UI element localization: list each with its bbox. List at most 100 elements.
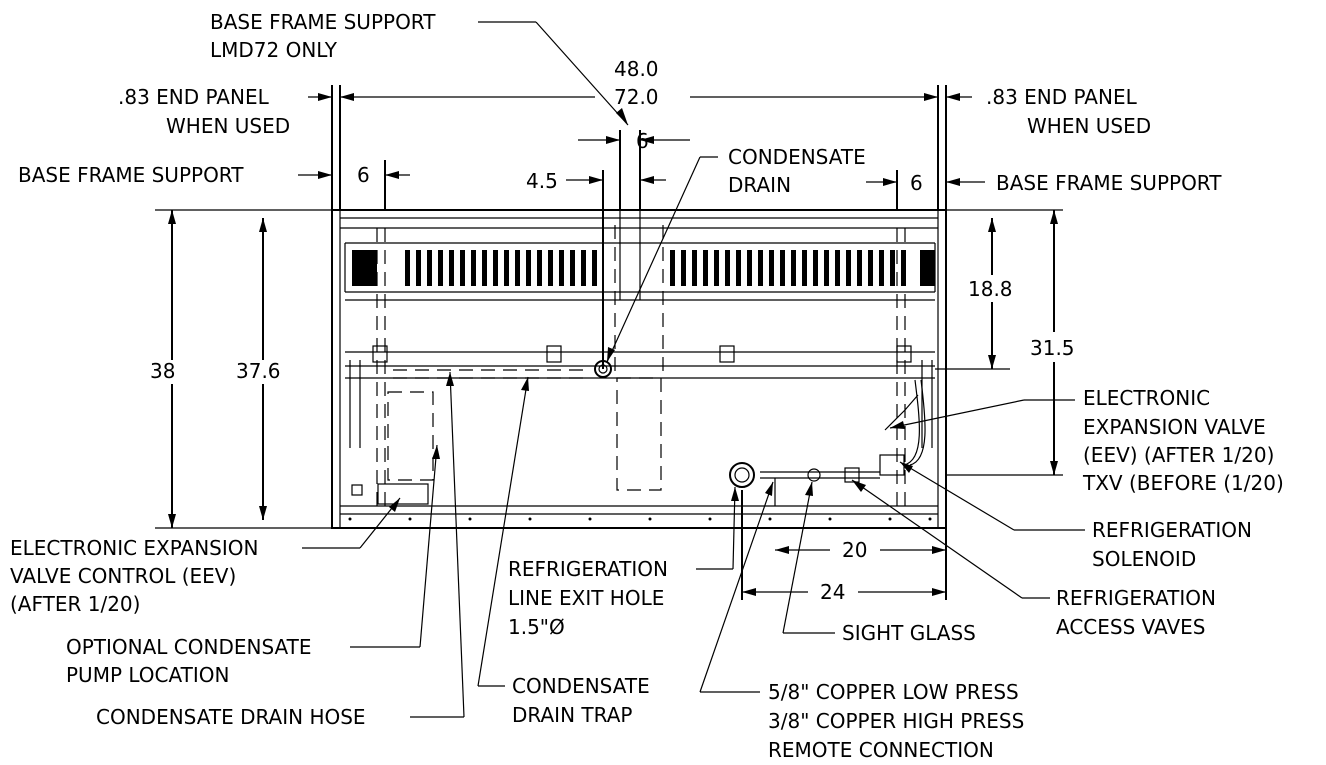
coil-fin (405, 250, 410, 286)
dim-37-6: 37.6 (236, 359, 281, 383)
coil-fin (482, 250, 487, 286)
label-copper-3: REMOTE CONNECTION (768, 738, 994, 762)
label-pump-2: PUMP LOCATION (66, 663, 229, 687)
coil-fin (813, 250, 818, 286)
label-base-support-lmd72: BASE FRAME SUPPORT (210, 10, 436, 34)
label-line-exit-1: REFRIGERATION (508, 557, 668, 581)
label-base-support-left: BASE FRAME SUPPORT (18, 163, 244, 187)
fastener-dot (468, 517, 472, 521)
dim-20: 20 (842, 538, 867, 562)
coil-fin (780, 250, 785, 286)
coil-fin (725, 250, 730, 286)
dim-48: 48.0 (614, 57, 659, 81)
fastener-dot (828, 517, 832, 521)
label-pump-1: OPTIONAL CONDENSATE (66, 635, 312, 659)
coil-fin (352, 250, 357, 286)
coil-fin (868, 250, 873, 286)
coil-fin (460, 250, 465, 286)
label-solenoid-2: SOLENOID (1092, 547, 1196, 571)
coil-fin (824, 250, 829, 286)
coil-fin (930, 250, 935, 286)
coil-fin (925, 250, 930, 286)
coil-fin (901, 250, 906, 286)
coil-fin (581, 250, 586, 286)
coil-fin (504, 250, 509, 286)
evaporator-coil-left (352, 250, 597, 286)
coil-fin (890, 250, 895, 286)
dim-4-5: 4.5 (526, 169, 558, 193)
coil-fin (416, 250, 421, 286)
dimension-lines (155, 85, 1063, 600)
fastener-dot (928, 517, 932, 521)
coil-fin (736, 250, 741, 286)
label-line-exit-3: 1.5"Ø (508, 615, 565, 639)
label-access-2: ACCESS VAVES (1056, 615, 1205, 639)
coil-fin (920, 250, 925, 286)
label-copper-2: 3/8" COPPER HIGH PRESS (768, 709, 1024, 733)
label-copper-1: 5/8" COPPER LOW PRESS (768, 680, 1019, 704)
label-drain-trap-1: CONDENSATE (512, 674, 650, 698)
coil-fin (515, 250, 520, 286)
label-eev-3: (EEV) (AFTER 1/20) (1083, 443, 1274, 467)
coil-fin (592, 250, 597, 286)
dim-6-left: 6 (357, 163, 370, 187)
dim-72: 72.0 (614, 85, 659, 109)
coil-fin (670, 250, 675, 286)
label-when-used-right: WHEN USED (1027, 114, 1151, 138)
fastener-dots (348, 517, 932, 521)
evaporator-coil-right (670, 250, 935, 286)
coil-fin (427, 250, 432, 286)
coil-fin (692, 250, 697, 286)
coil-fin (769, 250, 774, 286)
label-lmd72-only: LMD72 ONLY (210, 38, 338, 62)
coil-fin (857, 250, 862, 286)
coil-fin (471, 250, 476, 286)
fastener-dot (768, 517, 772, 521)
label-eev-control-2: VALVE CONTROL (EEV) (10, 564, 236, 588)
fastener-dot (648, 517, 652, 521)
label-drain: DRAIN (728, 173, 791, 197)
hidden-lines (376, 225, 906, 506)
coil-fin (357, 250, 362, 286)
leader-lines (302, 21, 1085, 718)
coil-fin (537, 250, 542, 286)
coil-fin (367, 250, 372, 286)
coil-fin (362, 250, 367, 286)
dim-24: 24 (820, 580, 845, 604)
label-sight-glass: SIGHT GLASS (842, 621, 976, 645)
coil-fin (570, 250, 575, 286)
coil-fin (758, 250, 763, 286)
coil-fin (703, 250, 708, 286)
label-end-panel-left: .83 END PANEL (118, 85, 270, 109)
label-access-1: REFRIGERATION (1056, 586, 1216, 610)
fastener-dot (888, 517, 892, 521)
dim-18-8: 18.8 (968, 277, 1013, 301)
coil-fin (835, 250, 840, 286)
dim-6-right: 6 (910, 171, 923, 195)
label-eev-control-1: ELECTRONIC EXPANSION (10, 536, 258, 560)
label-when-used-left: WHEN USED (166, 114, 290, 138)
label-eev-4: TXV (BEFORE (1/20) (1082, 471, 1284, 495)
rail-brackets (372, 345, 912, 363)
coil-fin (372, 250, 377, 286)
dim-6-top: 6 (636, 129, 649, 153)
coil-fin (714, 250, 719, 286)
label-line-exit-2: LINE EXIT HOLE (508, 586, 664, 610)
label-eev-1: ELECTRONIC (1083, 386, 1210, 410)
dim-38: 38 (150, 359, 175, 383)
fastener-dot (528, 517, 532, 521)
coil-fin (526, 250, 531, 286)
fastener-dot (588, 517, 592, 521)
label-drain-trap-2: DRAIN TRAP (512, 703, 632, 727)
fastener-dot (408, 517, 412, 521)
refrigeration-components (351, 379, 926, 506)
coil-fin (747, 250, 752, 286)
fastener-dot (348, 517, 352, 521)
annotation-labels: BASE FRAME SUPPORT LMD72 ONLY 48.0 72.0 … (10, 10, 1284, 762)
dim-31-5: 31.5 (1030, 336, 1075, 360)
coil-fin (681, 250, 686, 286)
coil-fin (548, 250, 553, 286)
label-base-support-right: BASE FRAME SUPPORT (996, 171, 1222, 195)
label-solenoid-1: REFRIGERATION (1092, 518, 1252, 542)
